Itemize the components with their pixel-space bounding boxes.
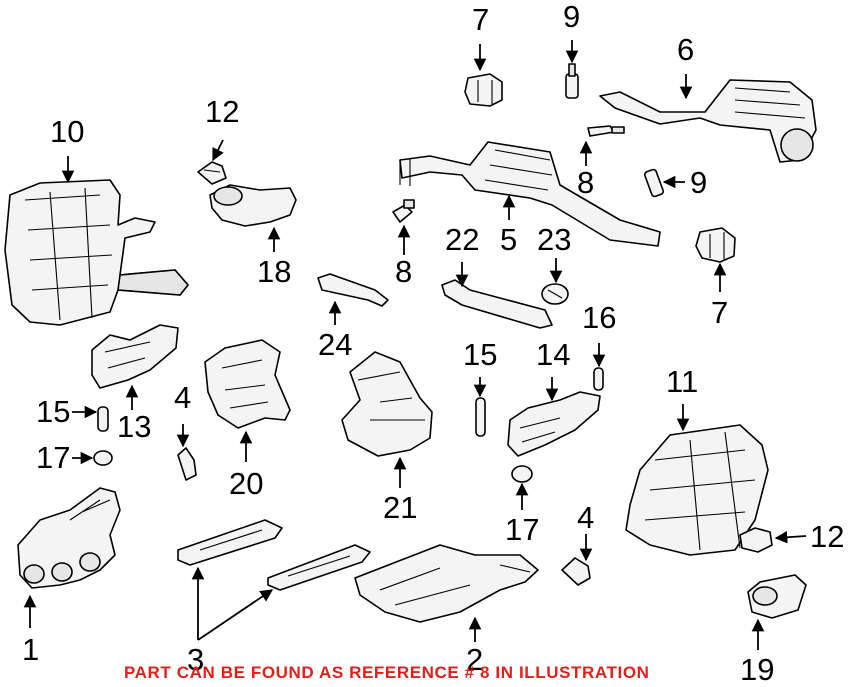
part-9-sensor-top <box>565 63 579 99</box>
part-1-exhaust-manifold <box>17 487 121 589</box>
callout-1: 1 <box>22 632 39 667</box>
callout-14: 14 <box>536 337 570 372</box>
callout-17: 17 <box>36 440 70 475</box>
part-20-bracket <box>204 339 291 429</box>
part-22-bracket <box>441 279 553 329</box>
part-7-hanger-top <box>464 73 503 107</box>
part-6-catalytic-converter <box>599 79 817 163</box>
part-23-clamp <box>541 283 569 305</box>
part-19-tailpipe-tip <box>747 574 807 619</box>
callout-8: 8 <box>395 254 412 289</box>
part-2-heat-shield <box>354 544 539 623</box>
part-15-pin-left <box>97 406 109 432</box>
callout-18: 18 <box>257 254 291 289</box>
part-4-shield-right <box>561 557 591 586</box>
part-9-sensor-right <box>643 168 665 198</box>
callout-17: 17 <box>505 512 539 547</box>
part-14-hanger-bracket <box>507 391 601 457</box>
callout-9: 9 <box>563 0 580 34</box>
callout-7: 7 <box>711 295 728 330</box>
callout-23: 23 <box>537 222 571 257</box>
part-13-hanger-bracket <box>91 324 179 389</box>
part-4-shield-left <box>177 447 197 481</box>
callout-6: 6 <box>677 32 694 67</box>
callout-3: 3 <box>187 642 204 677</box>
part-24-bracket-strip <box>317 273 389 307</box>
part-21-bracket-stand <box>341 351 433 457</box>
part-7-hanger-right <box>695 227 736 263</box>
callout-13: 13 <box>117 409 151 444</box>
callout-16: 16 <box>582 300 616 335</box>
callout-7: 7 <box>472 2 489 37</box>
part-8-sensor-a <box>587 125 625 137</box>
part-5-center-pipe <box>399 141 661 247</box>
callout-12: 12 <box>205 94 239 129</box>
callout-21: 21 <box>383 490 417 525</box>
callout-20: 20 <box>229 466 263 501</box>
part-3-heat-shield-lower <box>267 544 371 591</box>
part-8-sensor-b <box>392 199 415 223</box>
callout-4: 4 <box>174 380 191 415</box>
callout-15: 15 <box>36 394 70 429</box>
callout-4: 4 <box>577 500 594 535</box>
callout-10: 10 <box>50 114 84 149</box>
callout-2: 2 <box>466 642 483 677</box>
part-17-bushing-left <box>93 450 113 466</box>
part-16-pin-right <box>593 367 604 391</box>
callout-22: 22 <box>445 222 479 257</box>
callout-19: 19 <box>740 652 774 687</box>
callout-5: 5 <box>500 222 517 257</box>
callout-8: 8 <box>577 165 594 200</box>
leader-arrows <box>23 40 807 650</box>
part-3-heat-shield-upper <box>177 519 283 566</box>
callout-24: 24 <box>318 327 352 362</box>
callout-9: 9 <box>690 165 707 200</box>
part-17-bushing-center <box>511 465 533 483</box>
footer-note: PART CAN BE FOUND AS REFERENCE # 8 IN IL… <box>124 663 650 682</box>
part-12-clamp-left <box>197 161 227 185</box>
callout-11: 11 <box>666 364 698 399</box>
callout-15: 15 <box>463 337 497 372</box>
callout-12: 12 <box>810 519 844 554</box>
part-18-pipe <box>209 184 297 227</box>
part-12-clamp-right <box>739 527 773 553</box>
part-10-muffler-left <box>4 179 189 326</box>
part-15-pin-center <box>475 397 486 437</box>
callout-labels: 7 9 6 10 12 8 9 5 22 23 18 8 7 24 16 15 … <box>22 0 844 687</box>
